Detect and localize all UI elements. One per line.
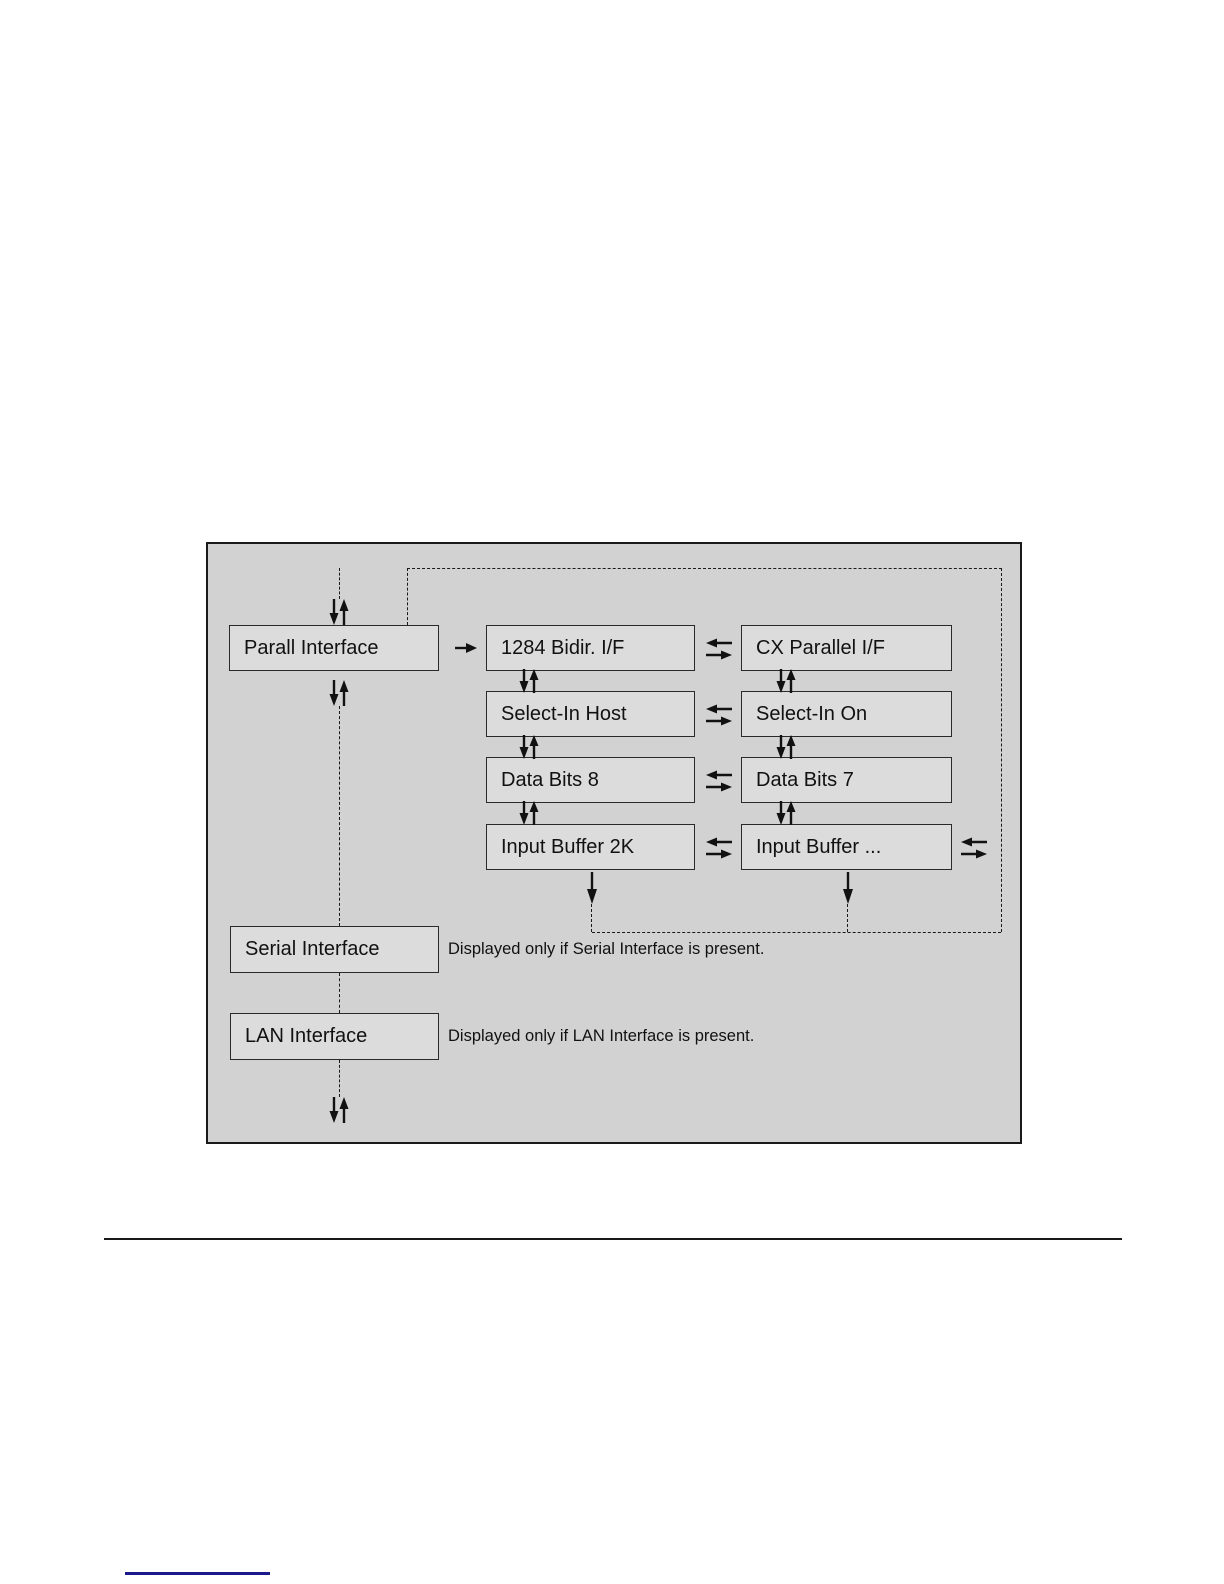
- arrow-left-right-swap-icon: [706, 637, 732, 661]
- arrow-up-down-icon: [326, 680, 352, 706]
- footer-divider: [104, 1238, 1122, 1240]
- main-menu-dashed-line: [339, 973, 340, 1013]
- bottom-exit-dashed-line: [339, 1060, 340, 1097]
- loop-left-dashed-line: [407, 568, 408, 625]
- submenu-box-label: CX Parallel I/F: [756, 636, 885, 659]
- arrow-left-right-swap-icon: [706, 769, 732, 793]
- arrow-left-right-swap-icon: [961, 836, 987, 860]
- menu-box-label: Serial Interface: [245, 938, 380, 960]
- arrow-up-down-icon: [773, 669, 799, 693]
- arrow-right-icon: [455, 642, 477, 654]
- submenu-box-data-bits-8: Data Bits 8: [486, 757, 695, 803]
- arrow-up-down-icon: [326, 1097, 352, 1123]
- lan-interface-note: Displayed only if LAN Interface is prese…: [448, 1027, 755, 1045]
- arrow-up-down-icon: [516, 801, 542, 825]
- menu-box-lan-interface: LAN Interface: [230, 1013, 439, 1060]
- arrow-up-down-icon: [516, 669, 542, 693]
- submenu-box-1284-bidir: 1284 Bidir. I/F: [486, 625, 695, 671]
- loop-drop-dashed-line: [847, 904, 848, 932]
- arrow-down-icon: [585, 872, 599, 904]
- submenu-box-select-in-host: Select-In Host: [486, 691, 695, 737]
- submenu-box-label: Select-In On: [756, 702, 868, 725]
- serial-interface-note: Displayed only if Serial Interface is pr…: [448, 940, 765, 958]
- arrow-down-icon: [841, 872, 855, 904]
- menu-structure-diagram: Parall Interface 1284 Bidir. I/F Select-…: [206, 542, 1022, 1144]
- submenu-box-select-in-on: Select-In On: [741, 691, 952, 737]
- main-menu-dashed-line: [339, 706, 340, 926]
- submenu-box-label: Data Bits 8: [501, 768, 599, 791]
- submenu-box-label: Input Buffer ...: [756, 835, 882, 858]
- submenu-box-cx-parallel: CX Parallel I/F: [741, 625, 952, 671]
- top-entry-dashed-line: [339, 568, 340, 599]
- submenu-box-label: Data Bits 7: [756, 768, 854, 791]
- loop-right-dashed-line: [1001, 568, 1002, 932]
- arrow-up-down-icon: [773, 735, 799, 759]
- menu-box-serial-interface: Serial Interface: [230, 926, 439, 973]
- menu-box-label: Parall Interface: [244, 636, 379, 659]
- loop-drop-dashed-line: [591, 904, 592, 932]
- submenu-box-label: 1284 Bidir. I/F: [501, 636, 625, 659]
- arrow-up-down-icon: [516, 735, 542, 759]
- arrow-up-down-icon: [326, 599, 352, 625]
- submenu-box-label: Select-In Host: [501, 702, 627, 725]
- submenu-box-label: Input Buffer 2K: [501, 835, 635, 858]
- footer-link-underline[interactable]: [125, 1572, 270, 1575]
- arrow-up-down-icon: [773, 801, 799, 825]
- submenu-box-input-buffer-alt: Input Buffer ...: [741, 824, 952, 870]
- arrow-left-right-swap-icon: [706, 703, 732, 727]
- submenu-box-input-buffer-2k: Input Buffer 2K: [486, 824, 695, 870]
- loop-bottom-dashed-line: [592, 932, 1001, 933]
- arrow-left-right-swap-icon: [706, 836, 732, 860]
- menu-box-label: LAN Interface: [245, 1025, 368, 1047]
- submenu-box-data-bits-7: Data Bits 7: [741, 757, 952, 803]
- menu-box-parallel-interface: Parall Interface: [229, 625, 439, 671]
- loop-top-dashed-line: [407, 568, 1002, 569]
